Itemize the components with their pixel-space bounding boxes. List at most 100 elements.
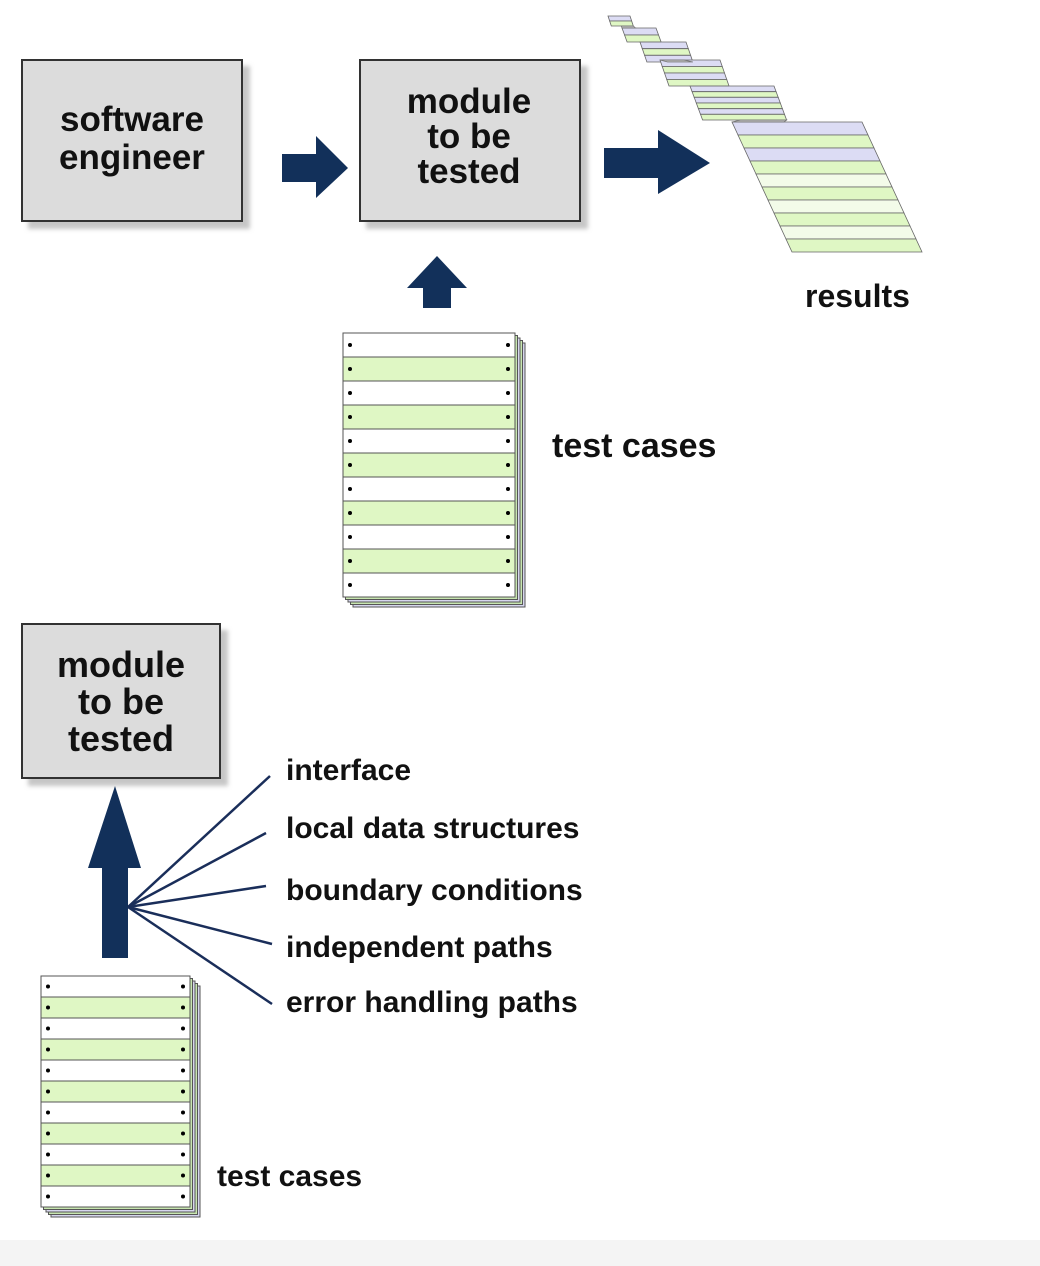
results-paper-row xyxy=(699,113,788,121)
software-engineer-box: software engineer xyxy=(21,59,243,222)
stack-top-row xyxy=(342,452,516,478)
results-paper-row xyxy=(737,134,875,149)
stack-top-row xyxy=(342,524,516,550)
test-cases-label-bottom: test cases xyxy=(217,1160,362,1193)
stack-top-hole xyxy=(348,367,352,371)
results-paper-row xyxy=(761,186,899,201)
stack-top-hole xyxy=(506,367,510,371)
arrow-right-icon xyxy=(282,136,348,198)
results-paper-row xyxy=(663,72,728,80)
stack-bottom-hole xyxy=(46,1047,50,1052)
arrow-up-icon xyxy=(88,786,141,958)
results-paper-row xyxy=(779,225,917,240)
module-box-top-line-3: tested xyxy=(417,152,520,191)
stack-top-hole xyxy=(506,511,510,515)
module-box-top-line-1: module xyxy=(407,82,531,121)
results-paper-row xyxy=(755,173,893,188)
stack-bottom-row xyxy=(40,996,191,1019)
results-paper-row xyxy=(731,121,869,136)
stack-top-hole xyxy=(348,559,352,563)
stack-bottom-hole xyxy=(46,1173,50,1178)
module-box-bottom: module to be tested xyxy=(21,623,221,779)
stack-top-hole xyxy=(348,535,352,539)
stack-bottom-hole xyxy=(46,1152,50,1157)
stack-bottom-hole xyxy=(46,1005,50,1010)
software-engineer-line-1: software xyxy=(60,100,204,139)
results-paper-row xyxy=(639,41,689,50)
results-paper-row xyxy=(609,20,634,27)
stack-top-row xyxy=(342,332,516,358)
stack-top-row xyxy=(342,356,516,382)
stack-bottom-hole xyxy=(181,1194,185,1199)
results-paper-row xyxy=(691,91,779,98)
module-box-bottom-line-2: to be xyxy=(78,681,164,722)
module-box-top-line-2: to be xyxy=(427,117,511,156)
aspect-connector-lines xyxy=(127,775,273,1006)
aspect-interface: interface xyxy=(286,754,411,787)
results-paper-row xyxy=(749,160,887,175)
stack-bottom-hole xyxy=(181,1005,185,1010)
test-cases-stack-bottom xyxy=(40,975,201,1218)
stack-top-hole xyxy=(348,487,352,491)
stack-bottom-hole xyxy=(181,1131,185,1136)
stack-bottom-hole xyxy=(46,1194,50,1199)
stack-top-hole xyxy=(506,463,510,467)
stack-bottom-row xyxy=(40,975,191,998)
results-paper-row xyxy=(697,108,786,115)
test-cases-stack-top xyxy=(342,332,526,608)
stack-top-row xyxy=(342,428,516,454)
results-paper-row xyxy=(607,15,633,22)
stack-top-row xyxy=(342,500,516,526)
stack-top-hole xyxy=(506,415,510,419)
stack-bottom-hole xyxy=(46,1089,50,1094)
results-paper-row xyxy=(695,102,783,110)
aspect-independent-paths: independent paths xyxy=(286,931,553,964)
results-paper-row xyxy=(767,199,905,214)
stack-bottom-row xyxy=(40,1164,191,1187)
stack-bottom-row xyxy=(40,1080,191,1103)
stack-bottom-hole xyxy=(46,1110,50,1115)
stack-bottom-row xyxy=(40,1038,191,1061)
stack-bottom-row xyxy=(40,1101,191,1124)
test-cases-label-top: test cases xyxy=(552,427,716,465)
results-paper-row xyxy=(666,79,730,87)
stack-top-row xyxy=(342,404,516,430)
results-paper-fold xyxy=(620,25,637,29)
results-paper-row xyxy=(693,96,781,104)
stack-top-hole xyxy=(506,439,510,443)
results-paper-row xyxy=(621,27,660,36)
stack-bottom-hole xyxy=(46,1026,50,1031)
stack-bottom-hole xyxy=(181,1173,185,1178)
stack-bottom-hole xyxy=(181,1110,185,1115)
stack-bottom-hole xyxy=(181,1026,185,1031)
stack-bottom-hole xyxy=(46,1131,50,1136)
footer-strip xyxy=(0,1240,1040,1266)
stack-top-hole xyxy=(348,463,352,467)
stack-top-hole xyxy=(506,487,510,491)
results-paper-row xyxy=(623,34,662,43)
stack-top-hole xyxy=(506,343,510,347)
stack-bottom-row xyxy=(40,1143,191,1166)
results-paper-fold xyxy=(731,119,788,123)
arrow-up-icon xyxy=(407,256,467,308)
stack-bottom-hole xyxy=(181,1068,185,1073)
stack-bottom-row xyxy=(40,1017,191,1040)
arrow-right-icon xyxy=(604,130,710,194)
stack-top-row xyxy=(342,572,516,598)
stack-top-hole xyxy=(348,343,352,347)
stack-bottom-hole xyxy=(181,984,185,989)
results-paper-row xyxy=(773,212,911,227)
stack-bottom-hole xyxy=(181,1089,185,1094)
results-label: results xyxy=(805,278,910,314)
results-paper-row xyxy=(785,238,923,253)
stack-top-hole xyxy=(348,439,352,443)
software-engineer-line-2: engineer xyxy=(59,138,205,177)
results-paper-icon xyxy=(607,15,923,253)
module-box-top: module to be tested xyxy=(359,59,581,222)
stack-top-row xyxy=(342,476,516,502)
stack-bottom-row xyxy=(40,1122,191,1145)
stack-top-hole xyxy=(348,583,352,587)
stack-bottom-hole xyxy=(181,1047,185,1052)
stack-top-hole xyxy=(506,391,510,395)
